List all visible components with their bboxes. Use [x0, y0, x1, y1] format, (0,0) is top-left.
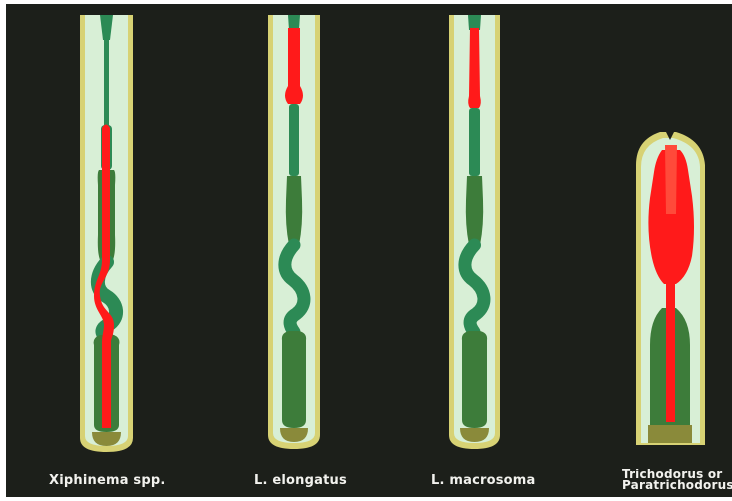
l-macrosoma-lips	[468, 15, 481, 30]
l-elongatus-isthmus	[286, 176, 302, 245]
caption-l-elongatus: L. elongatus	[254, 473, 347, 488]
trichodorus-base	[648, 425, 692, 443]
caption-trichodorus-line2: Paratrichodorus	[622, 480, 732, 491]
trichodorus-onchiostyle	[665, 145, 677, 214]
caption-trichodorus: Trichodorus or Paratrichodorus	[622, 469, 732, 497]
l-macrosoma-pharynx-tube	[469, 108, 480, 176]
caption-xiphinema: Xiphinema spp.	[49, 473, 166, 488]
l-elongatus-head	[268, 15, 320, 449]
l-elongatus-pharynx-tube	[289, 104, 299, 176]
trichodorus-head	[636, 132, 705, 445]
l-macrosoma-isthmus	[466, 176, 483, 245]
trichodorus-red-tail	[666, 284, 675, 422]
xiphinema-head	[80, 15, 133, 452]
xiphinema-odontostyle	[104, 36, 109, 128]
caption-l-macrosoma: L. macrosoma	[431, 473, 536, 488]
l-elongatus-basal-bulb	[282, 331, 306, 428]
l-elongatus-lips	[288, 15, 300, 30]
l-macrosoma-basal-bulb	[462, 331, 487, 428]
l-macrosoma-head	[449, 15, 500, 449]
l-macrosoma-red-stylet	[468, 28, 481, 108]
